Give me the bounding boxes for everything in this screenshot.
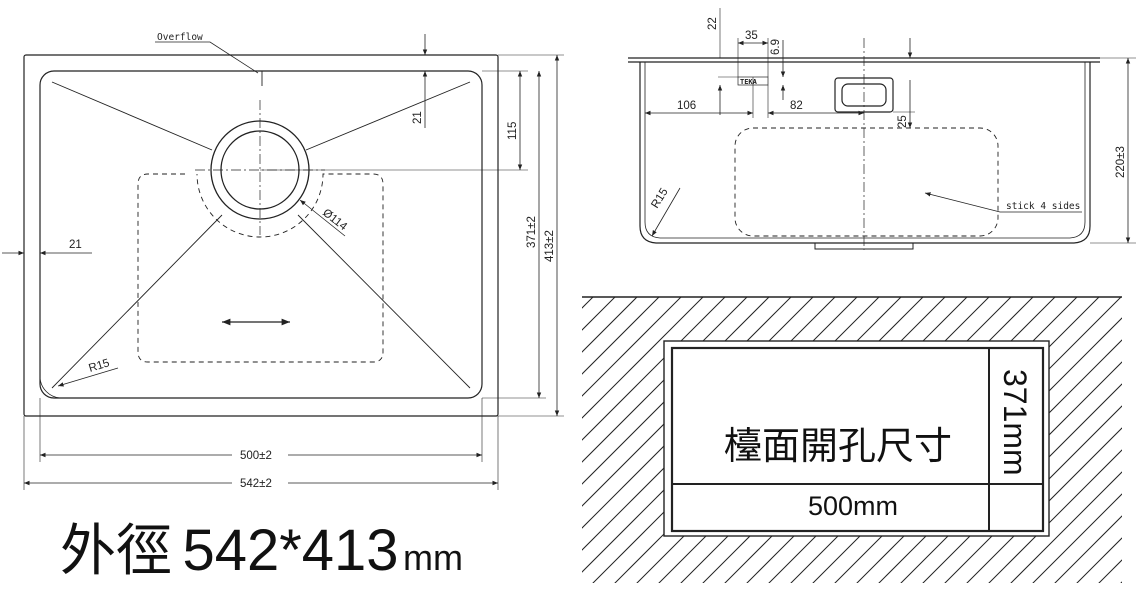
inner-bowl	[39, 70, 483, 399]
hatch-line	[1025, 297, 1122, 583]
dim-371: 371±2	[526, 216, 538, 248]
hatch-line	[582, 297, 667, 583]
dim-r15-side: R15	[649, 186, 670, 210]
dim-21-left: 21	[69, 239, 82, 251]
dim-114: Ø114	[320, 207, 349, 234]
outer-flange	[23, 54, 499, 417]
cutout-inner	[670, 346, 1045, 533]
side-view	[628, 8, 1136, 250]
dim-35: 35	[745, 30, 758, 42]
hatch-line	[915, 297, 1122, 583]
hatch-line	[1069, 297, 1122, 583]
cutout-outer	[663, 340, 1050, 537]
hatch-line	[1047, 297, 1122, 583]
overflow-label: Overflow	[157, 32, 203, 43]
hatch-line	[1113, 297, 1122, 583]
dim-21-top: 21	[412, 111, 424, 124]
dim-82: 82	[790, 100, 803, 112]
dim-69: 6.9	[770, 39, 782, 55]
cutout-height: 371mm	[997, 369, 1033, 476]
caption-prefix: 外徑	[60, 519, 172, 584]
cutout-label: 檯面開孔尺寸	[724, 424, 952, 468]
bowl-profile	[639, 62, 1091, 244]
teka-logo: TEKA	[740, 78, 758, 86]
hatch-line	[582, 297, 755, 583]
dim-25: 25	[897, 115, 909, 128]
dim-115: 115	[507, 122, 519, 140]
hatch-line	[1136, 290, 1140, 589]
dim-22: 22	[707, 17, 719, 30]
hatch-line	[582, 297, 733, 583]
hatch-line	[582, 297, 777, 583]
dim-413: 413±2	[544, 230, 556, 262]
dim-500: 500±2	[240, 450, 272, 462]
top-view	[2, 34, 564, 490]
hatch-line	[959, 297, 1122, 583]
hatch-line	[981, 297, 1122, 583]
hatch-line	[937, 297, 1122, 583]
hatch-line	[582, 297, 711, 583]
dim-r15-top: R15	[87, 357, 111, 375]
caption-unit: mm	[403, 537, 463, 578]
hatch-line	[1003, 297, 1122, 583]
hatch-line	[582, 297, 645, 583]
dim-220: 220±3	[1115, 146, 1127, 178]
dim-106: 106	[677, 100, 696, 112]
hatch-line	[582, 297, 689, 583]
stick-label: stick 4 sides	[1006, 201, 1080, 212]
hatch-line	[582, 297, 799, 583]
caption-size: 542*413	[182, 518, 398, 583]
dim-542: 542±2	[240, 478, 272, 490]
cutout-width: 500mm	[808, 491, 898, 521]
caption: 外徑 542*413 mm	[60, 518, 463, 584]
